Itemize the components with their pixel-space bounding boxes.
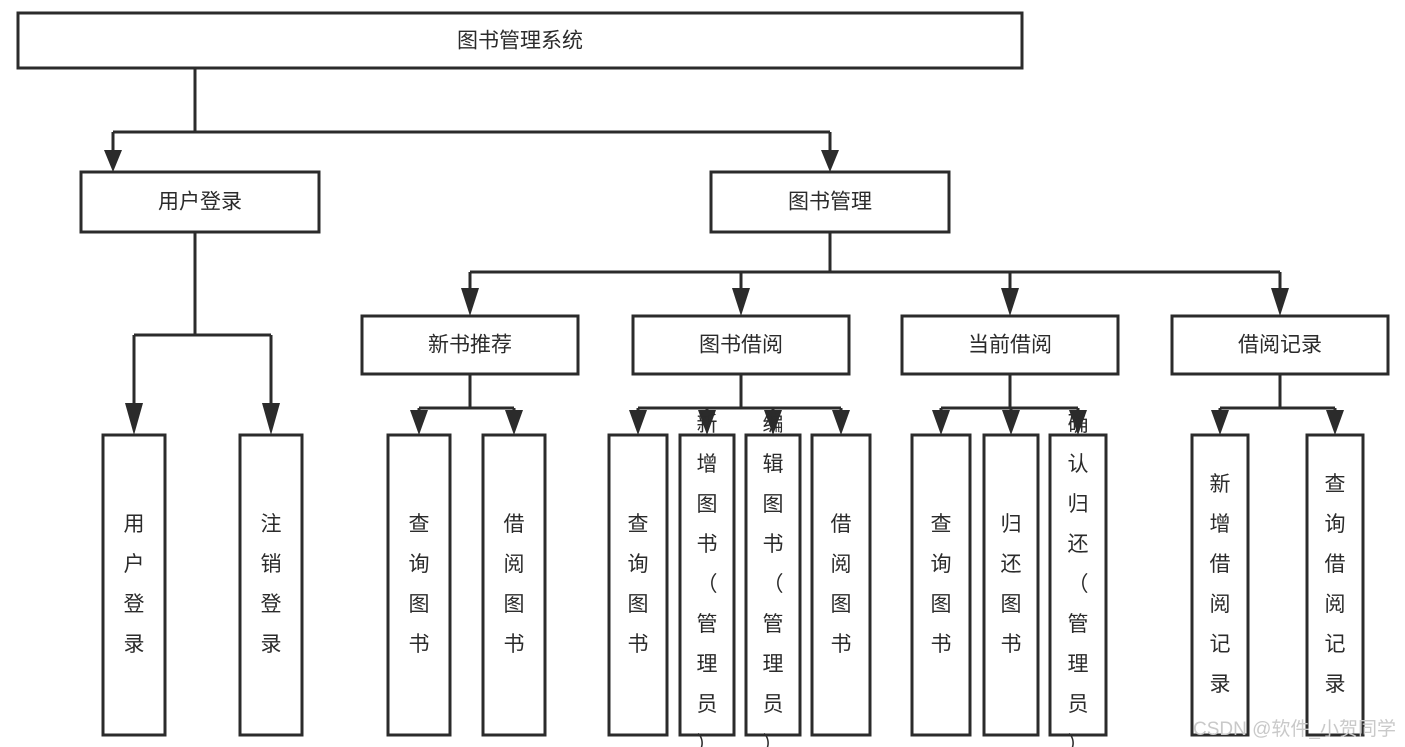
node-leaf-query-record[interactable]: 查询借阅记录 xyxy=(1305,433,1365,737)
node-user-login-box[interactable] xyxy=(79,170,321,234)
arrow-leaf-edit-book xyxy=(764,410,782,435)
node-leaf-borrow-book-2[interactable]: 借阅图书 xyxy=(810,433,872,737)
node-borrow-record-label: 借阅记录 xyxy=(1238,334,1322,357)
node-leaf-return-book[interactable]: 归还图书 xyxy=(982,433,1040,737)
arrow-to-book-manage xyxy=(821,150,839,172)
node-leaf-borrow-book-1[interactable]: 借阅图书 xyxy=(481,433,547,737)
arrow-leaf-query-book-3 xyxy=(932,410,950,435)
arrow-to-user-login xyxy=(104,150,122,172)
node-leaf-user-login-label: 用户登录 xyxy=(124,513,145,656)
arrow-leaf-borrow-book-1 xyxy=(505,410,523,435)
node-leaf-logout-box[interactable] xyxy=(238,433,304,737)
arrow-leaf-query-book-1 xyxy=(410,410,428,435)
node-leaf-query-book-1[interactable]: 查询图书 xyxy=(386,433,452,737)
node-current-borrow[interactable]: 当前借阅 xyxy=(900,314,1120,376)
node-new-book-rec-label: 新书推荐 xyxy=(428,334,512,357)
node-leaf-borrow-book-2-label: 借阅图书 xyxy=(831,513,852,656)
node-leaf-add-book[interactable]: 新增图书（管理员） xyxy=(678,413,736,747)
arrow-to-borrow-record xyxy=(1271,288,1289,316)
node-book-manage[interactable]: 图书管理 xyxy=(709,170,951,234)
node-current-borrow-label: 当前借阅 xyxy=(968,334,1052,357)
arrow-leaf-logout xyxy=(262,403,280,435)
node-root[interactable]: 图书管理系统 xyxy=(16,11,1024,70)
node-leaf-query-record-label: 查询借阅记录 xyxy=(1325,473,1346,696)
node-book-borrow-label: 图书借阅 xyxy=(699,334,783,357)
node-leaf-query-book-1-box[interactable] xyxy=(386,433,452,737)
arrow-leaf-borrow-book-2 xyxy=(832,410,850,435)
arrow-to-new-book-rec xyxy=(461,288,479,316)
node-book-manage-label: 图书管理 xyxy=(788,191,872,214)
arrow-leaf-add-record xyxy=(1211,410,1229,435)
node-book-borrow[interactable]: 图书借阅 xyxy=(631,314,851,376)
node-borrow-record[interactable]: 借阅记录 xyxy=(1170,314,1390,376)
node-leaf-add-record-box[interactable] xyxy=(1190,433,1250,737)
arrow-leaf-return-book xyxy=(1002,410,1020,435)
arrow-leaf-add-book xyxy=(698,410,716,435)
node-root-box[interactable] xyxy=(16,11,1024,70)
node-book-manage-box[interactable] xyxy=(709,170,951,234)
node-leaf-logout-label: 注销登录 xyxy=(261,513,282,656)
arrow-to-current-borrow xyxy=(1001,288,1019,316)
node-leaf-edit-book-box[interactable] xyxy=(744,433,802,737)
node-current-borrow-box[interactable] xyxy=(900,314,1120,376)
csdn-watermark: CSDN @软件_小贺同学 xyxy=(1193,718,1396,740)
node-leaf-query-book-3[interactable]: 查询图书 xyxy=(910,433,972,737)
node-leaf-edit-book-label: 编辑图书（管理员） xyxy=(763,413,784,747)
node-new-book-rec-box[interactable] xyxy=(360,314,580,376)
node-book-borrow-box[interactable] xyxy=(631,314,851,376)
node-leaf-add-record-label: 新增借阅记录 xyxy=(1210,473,1231,696)
node-leaf-confirm-return[interactable]: 确认归还（管理员） xyxy=(1048,413,1108,747)
node-leaf-borrow-book-1-label: 借阅图书 xyxy=(504,513,525,656)
node-leaf-query-book-2-box[interactable] xyxy=(607,433,669,737)
node-leaf-query-book-2[interactable]: 查询图书 xyxy=(607,433,669,737)
arrow-leaf-query-book-2 xyxy=(629,410,647,435)
node-leaf-return-book-label: 归还图书 xyxy=(1001,513,1022,656)
node-leaf-add-book-label: 新增图书（管理员） xyxy=(697,413,718,747)
node-leaf-query-book-2-label: 查询图书 xyxy=(628,513,649,656)
node-leaf-return-book-box[interactable] xyxy=(982,433,1040,737)
node-leaf-query-record-box[interactable] xyxy=(1305,433,1365,737)
arrow-leaf-query-record xyxy=(1326,410,1344,435)
node-leaf-add-book-box[interactable] xyxy=(678,433,736,737)
connector-layer xyxy=(104,68,1344,435)
node-leaf-query-book-3-label: 查询图书 xyxy=(931,513,952,656)
node-leaf-edit-book[interactable]: 编辑图书（管理员） xyxy=(744,413,802,747)
node-leaf-user-login[interactable]: 用户登录 xyxy=(101,433,167,737)
arrow-leaf-confirm-return xyxy=(1069,410,1087,435)
node-leaf-confirm-return-label: 确认归还（管理员） xyxy=(1068,413,1089,747)
node-user-login-label: 用户登录 xyxy=(158,191,242,214)
leaf-node-layer: 用户登录 注销登录 查询图书 借阅图书 查询图书 新增图书（管理员） 编辑图书（管理员） 借阅… xyxy=(101,413,1365,747)
node-leaf-query-book-3-box[interactable] xyxy=(910,433,972,737)
node-borrow-record-box[interactable] xyxy=(1170,314,1390,376)
node-leaf-logout[interactable]: 注销登录 xyxy=(238,433,304,737)
node-leaf-confirm-return-box[interactable] xyxy=(1048,433,1108,737)
node-leaf-borrow-book-1-box[interactable] xyxy=(481,433,547,737)
arrow-to-book-borrow xyxy=(732,288,750,316)
node-new-book-rec[interactable]: 新书推荐 xyxy=(360,314,580,376)
node-leaf-borrow-book-2-box[interactable] xyxy=(810,433,872,737)
arrow-leaf-user-login xyxy=(125,403,143,435)
node-leaf-add-record[interactable]: 新增借阅记录 xyxy=(1190,433,1250,737)
node-root-label: 图书管理系统 xyxy=(457,30,583,53)
node-leaf-query-book-1-label: 查询图书 xyxy=(409,513,430,656)
node-leaf-user-login-box[interactable] xyxy=(101,433,167,737)
node-user-login[interactable]: 用户登录 xyxy=(79,170,321,234)
